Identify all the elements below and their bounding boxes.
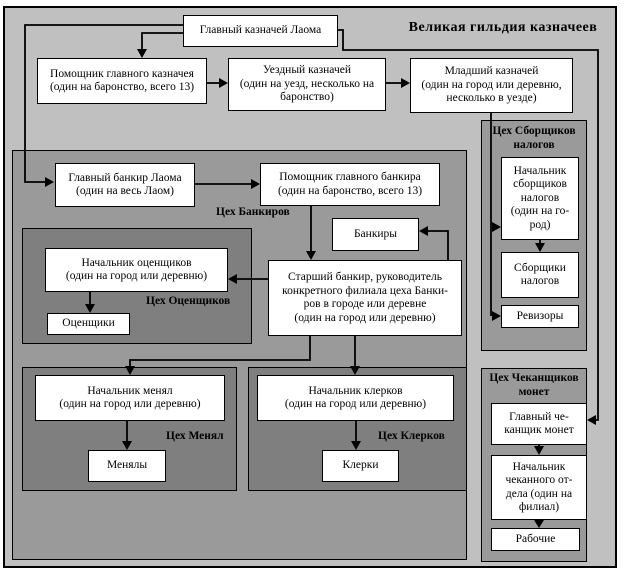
node-pomoshchnik-kaznacheya: Помощник главного казначея (один на баро… (37, 58, 207, 104)
node-glavny-bankir: Главный банкир Лаома (один на весь Лаом) (55, 163, 195, 207)
node-bankiry: Банкиры (332, 218, 419, 251)
node-klerki: Клерки (322, 450, 399, 482)
node-nachalnik-menyal: Начальник менял (один на город или дерев… (35, 375, 225, 421)
node-pomoshchnik-bankira: Помощник главного банкира (один на барон… (260, 163, 440, 206)
label-guild-bankirov: Цех Банкиров (216, 206, 290, 218)
label-guild-sborshchikov: Цех Сборщиков налогов (492, 125, 576, 151)
diagram-title: Великая гильдия казначеев (408, 20, 598, 35)
node-rabochie: Рабочие (491, 528, 580, 551)
node-nachalnik-klerkov: Начальник клерков (один на город или дер… (257, 375, 454, 421)
node-revizory: Ревизоры (501, 305, 579, 328)
node-glavny-chekanshchik: Главный че- канщик монет (491, 403, 587, 445)
node-nachalnik-chekannogo-otdela: Начальник чеканного от- дела (один на фи… (491, 455, 587, 520)
node-glavny-kaznachey: Главный казначей Лаома (183, 15, 338, 47)
node-sborshchiki-nalogov: Сборщики налогов (501, 252, 579, 298)
label-guild-otsenshchikov: Цех Оценщиков (146, 295, 231, 307)
node-uezdny-kaznachey: Уездный казначей (один на уезд, нескольк… (228, 58, 386, 111)
node-otsenshchiki: Оценщики (47, 313, 130, 335)
node-starshiy-bankir: Старший банкир, руководитель конкретного… (268, 260, 462, 336)
node-nachalnik-otsenshchikov: Начальник оценщиков (один на город или д… (45, 248, 228, 292)
label-guild-menyal: Цех Менял (166, 430, 224, 442)
node-menyaly: Менялы (88, 450, 166, 482)
label-guild-klerkov: Цех Клерков (378, 430, 445, 442)
label-guild-chekanshchikov: Цех Чеканщиков монет (489, 372, 579, 398)
node-mladshiy-kaznachey: Младший казначей (один на город или дере… (410, 58, 573, 113)
node-nachalnik-sborshchikov: Начальник сборщиков налогов (один на го-… (501, 157, 579, 240)
